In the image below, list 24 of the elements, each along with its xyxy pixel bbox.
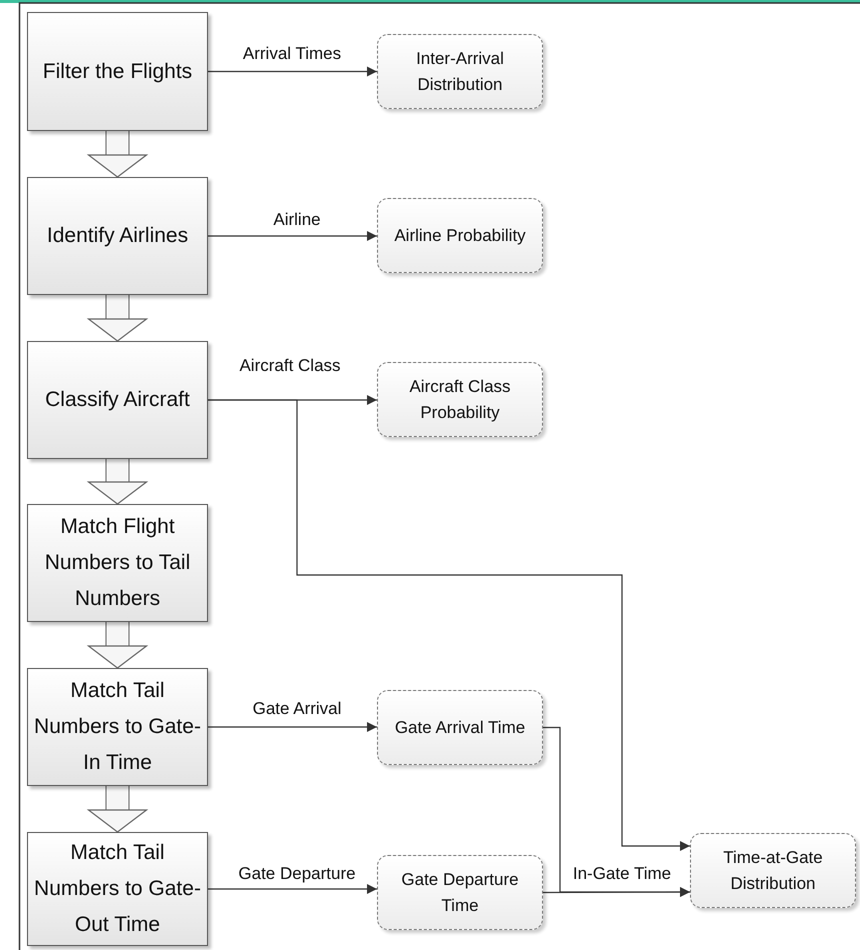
output-box: Time-at-Gate Distribution xyxy=(690,833,856,908)
arrow xyxy=(208,399,690,851)
process-box: Match Tail Numbers to Gate-In Time xyxy=(27,668,208,786)
output-box: Gate Departure Time xyxy=(377,855,543,930)
block-arrow xyxy=(88,131,148,178)
process-box: Match Tail Numbers to Gate-Out Time xyxy=(27,832,208,946)
arrow xyxy=(208,66,377,76)
arrow xyxy=(208,884,377,894)
output-box: Aircraft Class Probability xyxy=(377,362,543,437)
process-box: Classify Aircraft xyxy=(27,341,208,459)
process-box: Match Flight Numbers to Tail Numbers xyxy=(27,504,208,622)
arrow xyxy=(543,887,690,898)
block-arrow xyxy=(88,622,148,669)
block-arrow xyxy=(88,459,148,505)
process-box: Identify Airlines xyxy=(27,177,208,295)
process-box: Filter the Flights xyxy=(27,12,208,131)
output-box: Airline Probability xyxy=(377,198,543,273)
block-arrow xyxy=(88,295,148,342)
block-arrow xyxy=(88,786,148,833)
output-box: Gate Arrival Time xyxy=(377,690,543,765)
arrow xyxy=(208,722,377,732)
edge-label: Gate Departure xyxy=(236,864,358,884)
arrow xyxy=(208,231,377,241)
output-box: Inter-Arrival Distribution xyxy=(377,34,543,109)
